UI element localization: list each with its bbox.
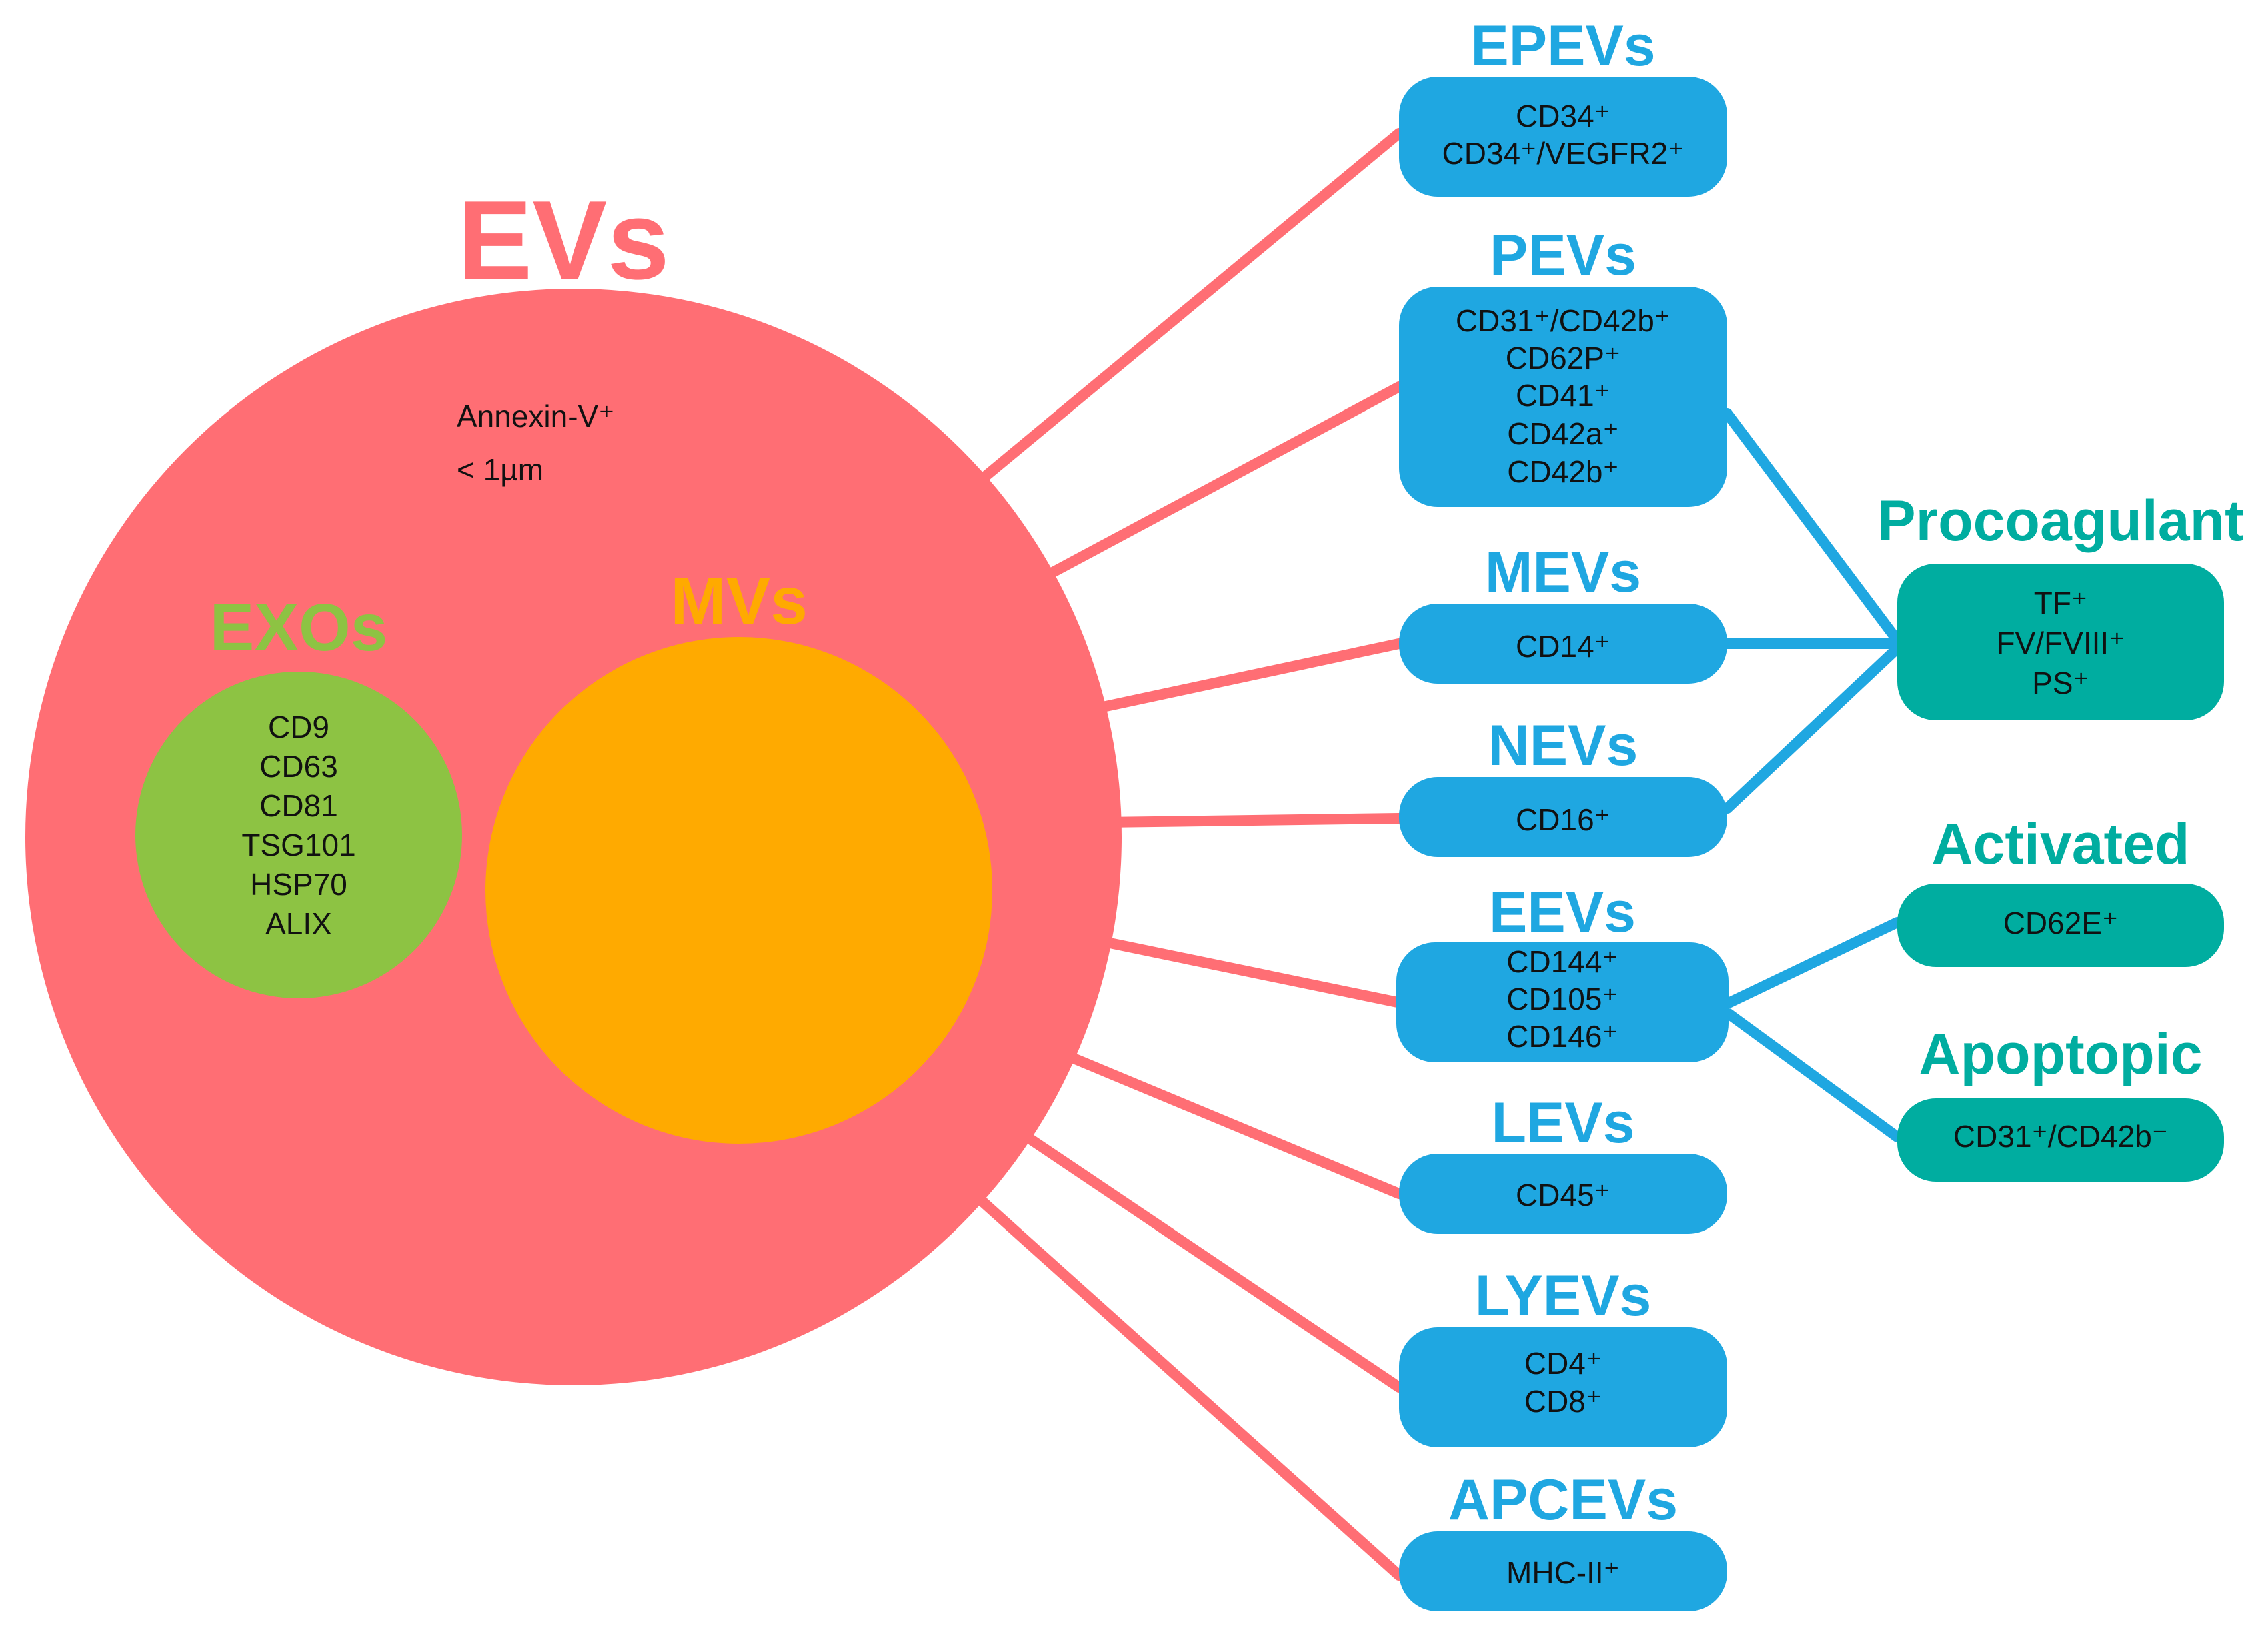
nevs-title: NEVs: [1488, 714, 1638, 778]
lyevs-marker: CD4⁺: [1524, 1346, 1602, 1381]
activated-marker: CD62E⁺: [2003, 906, 2119, 940]
eevs-marker: CD144⁺: [1506, 944, 1618, 979]
procoagulant-marker: FV/FVIII⁺: [1997, 626, 2125, 660]
connector-epevs: [974, 128, 1404, 487]
mevs-box: [1399, 604, 1727, 684]
nevs-box: [1399, 777, 1727, 857]
connector-levs: [1060, 1050, 1404, 1199]
epevs-marker: CD34⁺/VEGFR2⁺: [1442, 136, 1684, 171]
mevs-marker: CD14⁺: [1516, 629, 1610, 664]
connector-nevs-procoagulant: [1722, 643, 1903, 814]
exo-marker: CD63: [259, 749, 338, 784]
procoagulant-marker: PS⁺: [2032, 666, 2089, 700]
pevs-title: PEVs: [1490, 223, 1636, 287]
pevs-box: [1399, 287, 1727, 507]
exo-title: EXOs: [210, 590, 388, 665]
lyevs-box: [1399, 1327, 1727, 1447]
mv-circle: [485, 637, 992, 1144]
activated-box: [1897, 884, 2224, 967]
connector-apcevs: [967, 1187, 1404, 1581]
procoagulant-marker: TF⁺: [2034, 586, 2087, 620]
epevs-box: [1399, 77, 1727, 197]
pevs-marker: CD41⁺: [1516, 378, 1610, 413]
pevs-marker: CD31⁺/CD42b⁺: [1456, 303, 1670, 338]
mv-title: MVs: [670, 564, 808, 638]
exo-marker: HSP70: [250, 867, 347, 902]
apcevs-marker: MHC-II⁺: [1506, 1555, 1620, 1590]
procoagulant-title: Procoagulant: [1877, 489, 2244, 553]
epevs-title: EPEVs: [1470, 14, 1655, 78]
connector-eevs: [1092, 935, 1403, 1008]
connector-mevs: [1085, 638, 1404, 715]
apoptopic-box: [1897, 1098, 2224, 1182]
exo-marker: TSG101: [241, 828, 355, 862]
eevs-box: [1396, 942, 1729, 1062]
exo-marker: CD81: [259, 788, 338, 823]
apcevs-title: APCEVs: [1448, 1468, 1678, 1532]
levs-box: [1399, 1154, 1727, 1234]
ev-title: EVs: [457, 177, 670, 303]
apcevs-box: [1399, 1531, 1727, 1611]
mv-group: MVs: [485, 564, 992, 1144]
connector-nevs: [1098, 813, 1404, 828]
exo-marker: CD9: [268, 710, 329, 744]
apoptopic-title: Apoptopic: [1919, 1022, 2202, 1086]
procoagulant-box: [1897, 564, 2224, 720]
nevs-marker: CD16⁺: [1516, 802, 1610, 837]
eevs-marker: CD105⁺: [1506, 982, 1618, 1016]
state-connectors: [1722, 408, 1903, 1142]
exo-circle: [135, 672, 462, 998]
mevs-title: MEVs: [1485, 540, 1641, 604]
pevs-marker: CD62P⁺: [1506, 341, 1621, 375]
levs-title: LEVs: [1491, 1091, 1634, 1155]
exo-marker: ALIX: [265, 906, 332, 941]
lyevs-title: LYEVs: [1475, 1264, 1652, 1328]
connector-pevs-procoagulant: [1722, 408, 1903, 646]
eevs-marker: CD146⁺: [1506, 1019, 1618, 1054]
levs-marker: CD45⁺: [1516, 1178, 1610, 1212]
ev-marker-annexin: Annexin-V⁺: [457, 399, 615, 434]
apoptopic-marker: CD31⁺/CD42b⁻: [1953, 1119, 2168, 1154]
ev-connectors: [967, 128, 1404, 1581]
connector-eevs-apoptopic: [1723, 1008, 1903, 1142]
pevs-marker: CD42a⁺: [1507, 416, 1618, 451]
ev-marker-size: < 1µm: [457, 452, 543, 487]
connector-eevs-activated: [1723, 917, 1903, 1008]
activated-title: Activated: [1931, 812, 2189, 876]
pevs-marker: CD42b⁺: [1507, 454, 1618, 489]
epevs-marker: CD34⁺: [1516, 99, 1610, 133]
eevs-title: EEVs: [1489, 880, 1636, 944]
lyevs-marker: CD8⁺: [1524, 1384, 1602, 1419]
connector-lyevs: [1017, 1128, 1404, 1393]
connector-pevs: [1035, 381, 1404, 584]
category-boxes: EPEVsCD34⁺CD34⁺/VEGFR2⁺PEVsCD31⁺/CD42b⁺C…: [1396, 14, 1729, 1611]
